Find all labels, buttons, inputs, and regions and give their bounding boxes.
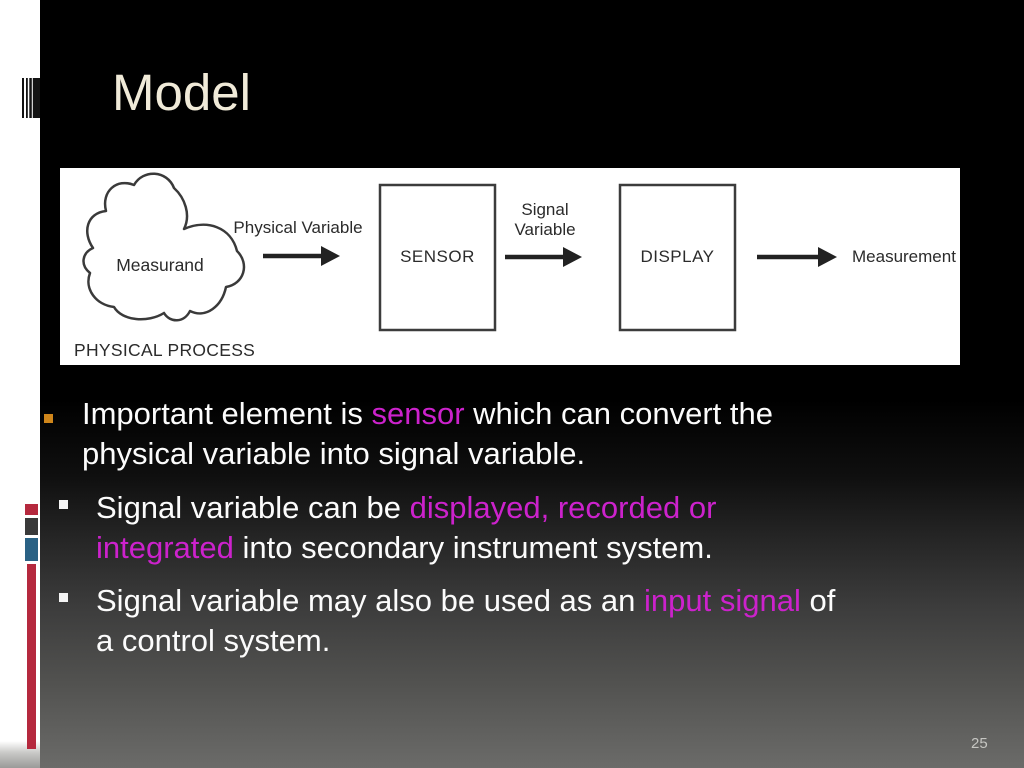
bullet-text: Signal variable can be — [96, 490, 410, 525]
bullet-line: Signal variable may also be used as an i… — [96, 581, 835, 621]
bullet-marker — [59, 500, 68, 509]
slide-background — [40, 0, 1024, 768]
bullet-item: Signal variable can be displayed, record… — [96, 488, 716, 568]
bullet-text-highlight: input signal — [644, 583, 801, 618]
bullet-line: a control system. — [96, 621, 835, 661]
bullet-line: Signal variable can be displayed, record… — [96, 488, 716, 528]
bullet-item: Signal variable may also be used as an i… — [96, 581, 835, 661]
signal-variable-label-line1: Signal — [521, 200, 568, 219]
sensor-box — [378, 183, 497, 332]
accent-square-blue — [25, 538, 38, 561]
bullet-text: Important element is — [82, 396, 372, 431]
bullet-text: of — [800, 583, 836, 618]
bullet-text: which can convert the — [464, 396, 773, 431]
bullet-text: into secondary instrument system. — [233, 530, 713, 565]
physical-variable-label: Physical Variable — [233, 218, 362, 237]
accent-bar-red — [27, 564, 36, 749]
bullet-marker — [59, 593, 68, 602]
bullet-text: Signal variable may also be used as an — [96, 583, 644, 618]
flow-arrow-icon — [505, 247, 582, 267]
page-title: Model — [112, 64, 251, 121]
sensor-label: SENSOR — [400, 247, 475, 266]
bullet-text: physical variable into signal variable. — [82, 436, 586, 471]
bullet-line: physical variable into signal variable. — [82, 434, 773, 474]
process-diagram-panel: Measurand PHYSICAL PROCESS Physical Vari… — [60, 168, 960, 365]
accent-square-gray — [25, 518, 38, 535]
physical-process-label: PHYSICAL PROCESS — [74, 340, 255, 360]
page-number: 25 — [971, 735, 988, 752]
bullet-marker — [44, 414, 53, 423]
display-label: DISPLAY — [640, 247, 714, 266]
bullet-text: a control system. — [96, 623, 331, 658]
flow-arrow-icon — [757, 247, 837, 267]
accent-square-red — [25, 504, 38, 515]
measurand-cloud-shape — [82, 172, 246, 322]
bullet-text-highlight: displayed, recorded or — [409, 490, 717, 525]
measurand-label: Measurand — [116, 255, 204, 275]
barcode-icon — [22, 78, 40, 118]
bullet-item: Important element is sensor which can co… — [82, 394, 773, 474]
bullet-line: integrated into secondary instrument sys… — [96, 528, 716, 568]
measurement-label: Measurement — [852, 247, 956, 266]
bullet-text-highlight: integrated — [96, 530, 234, 565]
bullet-line: Important element is sensor which can co… — [82, 394, 773, 434]
bullet-text-highlight: sensor — [371, 396, 465, 431]
signal-variable-label-line2: Variable — [514, 220, 575, 239]
flow-arrow-icon — [263, 246, 340, 266]
display-box — [618, 183, 737, 332]
